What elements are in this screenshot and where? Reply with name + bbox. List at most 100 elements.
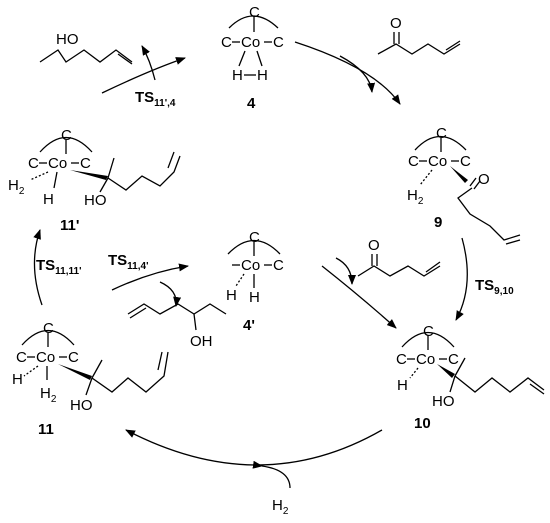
cycle-arrow-10-to-11 <box>125 429 383 466</box>
complex-11: C C Co C H H2 HO 11 <box>12 320 169 438</box>
complex-11-prime: C C Co C H2 H HO 11' <box>8 127 181 234</box>
atom-co: Co <box>241 34 260 51</box>
pincer-arc <box>39 137 93 153</box>
cycle-arrow-4-to-9 <box>294 41 401 105</box>
reaction-arrow <box>111 263 189 291</box>
bond <box>449 375 456 393</box>
atom-o: O <box>368 237 380 254</box>
complex-10: C C Co C H HO 10 <box>396 323 545 432</box>
compound-label-4-prime: 4' <box>243 317 255 334</box>
compound-label-11: 11 <box>38 421 54 438</box>
ts-label: TS11',4 <box>135 89 176 109</box>
double-bond <box>473 180 481 190</box>
pincer-arc <box>228 15 279 29</box>
bond <box>99 177 109 193</box>
atom-ho: HO <box>432 393 455 410</box>
atom-c: C <box>273 257 284 274</box>
atom-co: Co <box>428 153 447 170</box>
complex-4: C C Co C H H 4 <box>221 4 284 112</box>
reaction-arrow <box>101 57 186 94</box>
double-bond <box>129 307 147 319</box>
release-arrow <box>159 281 182 307</box>
atom-h: H <box>12 371 23 388</box>
double-bond <box>425 261 441 273</box>
atom-h: H <box>257 67 268 84</box>
h2-release-arrow <box>252 460 291 489</box>
atom-o: O <box>390 15 402 32</box>
double-bond <box>167 151 175 169</box>
atom-ho: HO <box>84 192 107 209</box>
wedge-bond <box>450 166 468 183</box>
release-arrow <box>141 45 156 81</box>
atom-c: C <box>249 4 260 21</box>
bond <box>256 50 263 67</box>
carbon-chain <box>357 265 441 277</box>
bond <box>53 171 58 189</box>
ts-label: TS11,11' <box>36 257 81 277</box>
atom-h: H <box>249 289 260 306</box>
atom-co: Co <box>36 349 55 366</box>
atom-c: C <box>80 155 91 172</box>
carbon-chain <box>457 187 521 241</box>
addition-arrow <box>335 257 356 285</box>
atom-c: C <box>16 349 27 366</box>
compound-label-11-prime: 11' <box>60 217 79 234</box>
molecule-hex-5-en-2-ol-center: OH <box>127 303 227 350</box>
atom-ho: HO <box>70 397 93 414</box>
carbon-chain <box>377 43 461 55</box>
atom-c: C <box>273 34 284 51</box>
addition-arrow <box>339 55 376 93</box>
atom-c: C <box>61 127 72 144</box>
hashed-bond <box>23 365 39 377</box>
atom-c: C <box>396 351 407 368</box>
atom-c: C <box>249 229 260 246</box>
double-bond <box>445 40 461 51</box>
ts-label: TS9,10 <box>475 277 514 297</box>
hashed-bond <box>235 273 245 287</box>
pincer-arc <box>21 330 75 346</box>
reaction-arrow <box>33 229 43 306</box>
atom-h: H <box>397 377 408 394</box>
methyl-bond <box>454 357 466 377</box>
hashed-bond <box>419 169 433 186</box>
atom-oh: OH <box>190 333 213 350</box>
double-bond <box>157 351 163 371</box>
atom-c: C <box>448 351 459 368</box>
double-bond <box>469 177 477 187</box>
atom-h: H <box>226 287 237 304</box>
h2-ligand: H2 <box>407 187 424 207</box>
compound-label-10: 10 <box>414 415 431 432</box>
double-bond <box>505 239 521 245</box>
atom-c: C <box>28 155 39 172</box>
atom-c: C <box>436 125 447 142</box>
wedge-bond <box>58 364 92 380</box>
compound-label-9: 9 <box>434 214 442 231</box>
ts-11-11p-step: TS11,11' <box>33 229 81 306</box>
h2-byproduct: H2 <box>272 497 289 517</box>
carbon-chain <box>107 155 181 191</box>
methyl-bond <box>91 359 103 379</box>
atom-c: C <box>221 34 232 51</box>
h2-ligand: H2 <box>8 177 25 197</box>
atom-c: C <box>43 320 54 337</box>
molecule-hex-5-en-2-one-center: O <box>335 237 441 285</box>
complex-9: C C Co C H2 O 9 <box>407 125 521 245</box>
molecule-hex-5-en-2-one-top: O <box>339 15 461 93</box>
carbon-chain <box>127 303 227 315</box>
atom-c: C <box>408 153 419 170</box>
complex-4-prime: C Co C H H 4' <box>226 229 284 334</box>
atom-co: Co <box>48 155 67 172</box>
atom-co: Co <box>241 257 260 274</box>
carbon-chain <box>39 49 133 63</box>
hashed-bond <box>409 367 419 379</box>
ts-11p-4-step: TS11',4 <box>101 45 186 109</box>
atom-h: H <box>43 191 54 208</box>
atom-ho: HO <box>56 31 79 48</box>
atom-c: C <box>460 153 471 170</box>
double-bond <box>529 383 545 395</box>
atom-c: C <box>423 323 434 340</box>
compound-label-4: 4 <box>247 95 256 112</box>
atom-o: O <box>478 171 490 188</box>
